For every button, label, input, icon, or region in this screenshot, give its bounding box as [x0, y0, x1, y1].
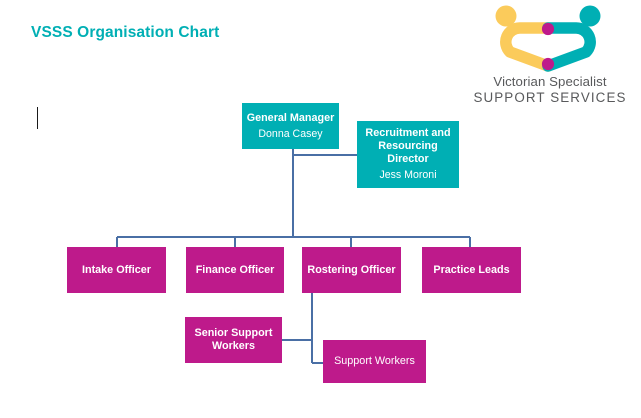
node-role: Rostering Officer [307, 263, 396, 276]
node-role: Practice Leads [433, 263, 510, 276]
node-general-manager[interactable]: General Manager Donna Casey [242, 103, 339, 149]
node-person: Jess Moroni [379, 169, 437, 182]
node-role: Intake Officer [81, 263, 151, 276]
node-person: Donna Casey [258, 127, 323, 140]
vsss-logo: Victorian Specialist SUPPORT SERVICES [470, 4, 630, 108]
page-title: VSSS Organisation Chart [31, 24, 220, 41]
node-recruitment-and-resourcing-director[interactable]: Recruitment and Resourcing Director Jess… [357, 121, 459, 188]
vsss-heart-logo-icon [495, 5, 601, 72]
node-intake-officer[interactable]: Intake Officer [67, 247, 166, 293]
node-rostering-officer[interactable]: Rostering Officer [302, 247, 401, 293]
node-role: General Manager [246, 111, 335, 124]
logo-line-1: Victorian Specialist [493, 74, 607, 89]
node-finance-officer[interactable]: Finance Officer [186, 247, 284, 293]
node-role: Recruitment and Resourcing Director [365, 127, 451, 166]
node-senior-support-workers[interactable]: Senior Support Workers [185, 317, 282, 363]
text-caret [37, 107, 38, 129]
node-support-workers[interactable]: Support Workers [323, 340, 426, 383]
node-role: Finance Officer [195, 263, 275, 276]
node-role: Senior Support Workers [194, 327, 273, 352]
node-role: Support Workers [334, 355, 415, 368]
node-practice-leads[interactable]: Practice Leads [422, 247, 521, 293]
logo-wordmark: Victorian Specialist SUPPORT SERVICES [470, 74, 630, 105]
logo-line-2: SUPPORT SERVICES [473, 89, 627, 105]
